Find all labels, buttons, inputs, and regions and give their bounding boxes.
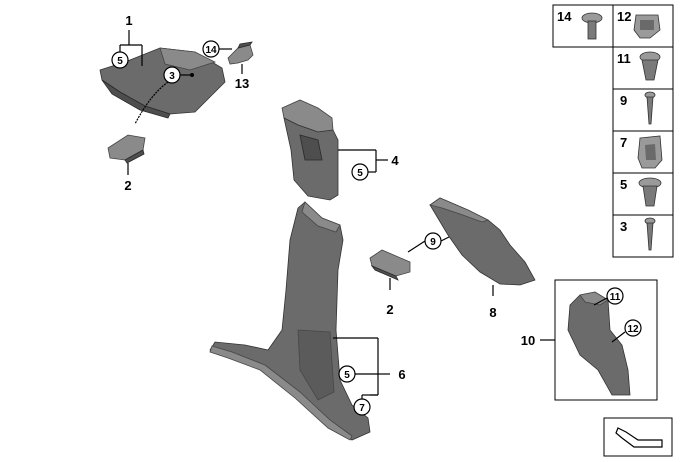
inset-10: 11 12 10 [521,279,658,401]
parts-table: 14 12 11 9 7 5 [552,4,674,258]
clip-5-icon [638,177,662,207]
svg-text:9: 9 [620,93,627,108]
part-2-cover-left [107,134,146,164]
svg-text:12: 12 [617,9,631,24]
callout-4: 5 4 [338,149,399,181]
svg-text:6: 6 [398,367,405,382]
callout-2-middle: 2 [386,278,394,317]
part-2-cover-middle [369,249,411,281]
svg-text:12: 12 [627,324,639,335]
part-4-upper-pillar-trim [281,99,339,201]
svg-text:1: 1 [125,13,132,28]
callout-9: 9 [407,232,456,253]
svg-text:3: 3 [169,71,175,82]
clip-12-icon [633,14,661,39]
screw-3-icon [644,217,656,251]
trim-arrow-icon [603,417,673,457]
part-6-lower-pillar-trim [209,201,371,441]
svg-text:14: 14 [557,9,572,24]
svg-text:5: 5 [620,177,627,192]
part-8-c-pillar-trim [429,197,536,286]
svg-text:2: 2 [124,178,131,193]
callout-3: 3 [134,66,194,125]
part-13-bracket [227,41,254,65]
svg-text:11: 11 [610,292,621,303]
part-1-upper-trim [99,47,226,119]
clip-11-icon [639,51,661,81]
svg-text:5: 5 [344,370,350,381]
svg-text:7: 7 [620,135,627,150]
clip-7-icon [637,135,663,169]
svg-text:7: 7 [359,403,365,414]
callout-6: 5 7 6 [333,337,406,416]
svg-text:10: 10 [521,333,535,348]
svg-text:9: 9 [430,237,436,248]
svg-text:5: 5 [357,168,363,179]
svg-text:3: 3 [620,219,627,234]
svg-text:2: 2 [386,302,393,317]
svg-text:11: 11 [617,51,631,66]
callout-14-13: 14 13 [202,40,249,91]
svg-text:8: 8 [489,305,496,320]
svg-text:5: 5 [117,56,123,67]
svg-text:14: 14 [205,45,217,56]
callout-1: 1 5 [111,13,143,69]
svg-text:4: 4 [391,153,399,168]
svg-text:13: 13 [235,76,249,91]
callout-2-left: 2 [124,163,132,193]
callout-8: 8 [489,285,497,320]
screw-14-icon [581,12,603,40]
screw-9-icon [644,91,656,125]
